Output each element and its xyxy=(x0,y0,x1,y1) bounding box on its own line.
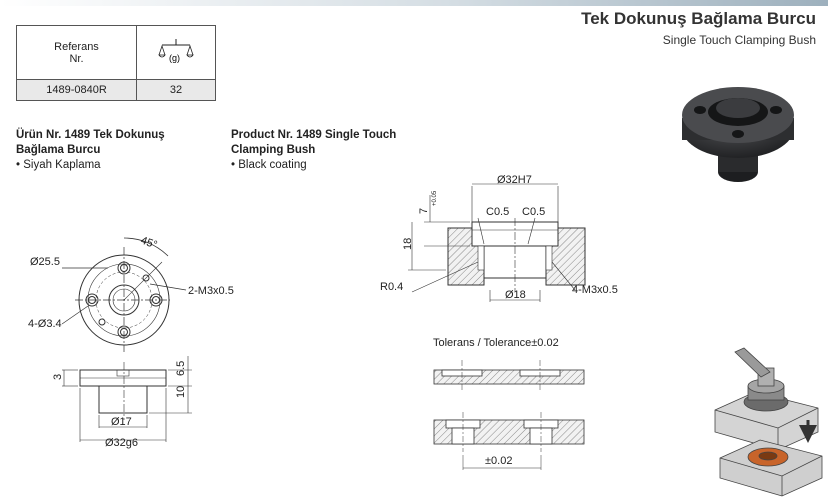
radius-label: R0.4 xyxy=(380,281,403,293)
bore-label: Ø32H7 xyxy=(497,174,532,186)
holes-label: 4-Ø3.4 xyxy=(28,318,62,330)
desc-en-line2: Clamping Bush xyxy=(231,144,316,156)
description-en: Product Nr. 1489 Single Touch Clamping B… xyxy=(231,128,396,173)
tolerance-drawing-bottom xyxy=(433,412,585,470)
ref-header-line1: Referans xyxy=(54,40,99,53)
top-view-drawing xyxy=(61,237,187,352)
tolerance-bottom-label: ±0.02 xyxy=(485,455,512,467)
outer-dia-label: Ø25.5 xyxy=(30,256,60,268)
weight-unit-label: (g) xyxy=(169,53,180,63)
thread-label: 2-M3x0.5 xyxy=(188,285,234,297)
dim-6-5-label: 6.5 xyxy=(175,361,187,376)
dia-32-label: Ø32g6 xyxy=(105,437,138,449)
tolerance-drawing-top xyxy=(433,360,585,390)
desc-tr-line1: Ürün Nr. 1489 Tek Dokunuş xyxy=(16,129,165,141)
ref-header-line2: Nr. xyxy=(69,52,84,65)
chamfer2-label: C0.5 xyxy=(522,206,545,218)
page-title: Tek Dokunuş Bağlama Burcu xyxy=(581,9,816,28)
desc-tr-line2: Bağlama Burcu xyxy=(16,144,101,156)
ref-cell: 1489-0840R xyxy=(16,79,137,101)
tolerance-label: Tolerans / Tolerance±0.02 xyxy=(433,337,559,349)
height-label: 18 xyxy=(402,238,414,250)
weight-column-header: (g) xyxy=(136,25,216,80)
reference-table: Referans Nr. (g) 1489-0840R 32 xyxy=(16,25,216,101)
section-thread-label: 4-M3x0.5 xyxy=(572,284,618,296)
angle-label: 45° xyxy=(139,235,159,252)
weight-scale-icon: (g) xyxy=(158,39,194,63)
header-gradient-bar xyxy=(0,0,828,6)
depth-label: 7 xyxy=(418,208,430,214)
dia-17-label: Ø17 xyxy=(111,416,132,428)
description-tr: Ürün Nr. 1489 Tek Dokunuş Bağlama Burcu … xyxy=(16,128,165,173)
chamfer1-label: C0.5 xyxy=(486,206,509,218)
page-subtitle: Single Touch Clamping Bush xyxy=(662,33,816,47)
desc-en-line1: Product Nr. 1489 Single Touch xyxy=(231,129,397,141)
product-photo xyxy=(682,87,794,182)
table-row: 1489-0840R 32 xyxy=(16,79,216,101)
dim-3-label: 3 xyxy=(52,374,64,380)
assembly-illustration xyxy=(714,347,823,497)
dim-10-label: 10 xyxy=(175,386,187,398)
desc-tr-bullet: • Siyah Kaplama xyxy=(16,159,101,171)
side-view-drawing xyxy=(62,356,192,442)
desc-en-bullet: • Black coating xyxy=(231,159,307,171)
depth-tol-label: +0.05 xyxy=(432,190,438,206)
section-view-drawing xyxy=(408,183,586,302)
bore-dia-label: Ø18 xyxy=(505,289,526,301)
weight-cell: 32 xyxy=(136,79,216,101)
